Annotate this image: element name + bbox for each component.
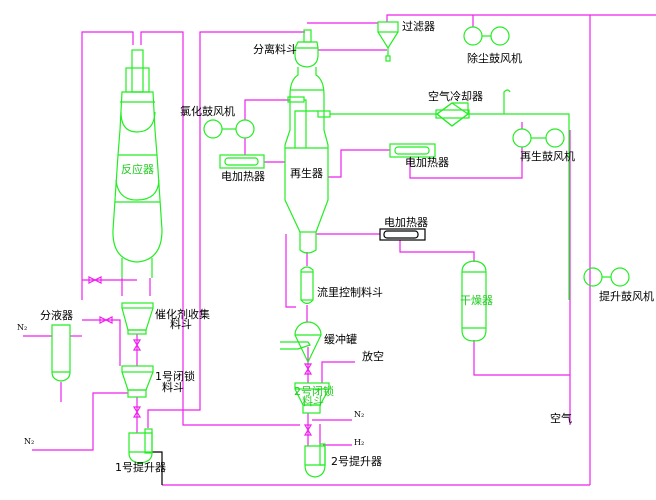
label-catalyst-hopper-2: 料斗 xyxy=(170,318,192,331)
label-filter: 过滤器 xyxy=(402,20,435,33)
label-lifter-1: 1号提升器 xyxy=(115,461,166,474)
label-n2-b: N₂ xyxy=(24,437,35,446)
label-heater-mid: 电加热器 xyxy=(405,156,449,169)
label-heater-lower: 电加热器 xyxy=(384,216,428,229)
label-buffer-tank: 缓冲罐 xyxy=(324,333,357,346)
equipment xyxy=(51,21,630,478)
label-liquid-separator: 分液器 xyxy=(40,309,73,322)
label-lock-hopper-2-2: 料斗 xyxy=(302,395,324,408)
label-air-cooler: 空气冷却器 xyxy=(428,90,483,103)
piping xyxy=(23,14,656,486)
label-chlorination-blower: 氯化鼓风机 xyxy=(180,105,235,118)
label-regen-blower: 再生鼓风机 xyxy=(520,150,575,163)
label-lift-blower: 提升鼓风机 xyxy=(599,290,654,303)
label-h2: H₂ xyxy=(354,438,365,447)
lift-line xyxy=(152,451,163,485)
label-n2-a: N₂ xyxy=(17,323,28,332)
label-lock-hopper-1: 1号闭锁 xyxy=(155,370,195,383)
label-n2-c: N₂ xyxy=(354,410,365,419)
label-lifter-2: 2号提升器 xyxy=(331,455,382,468)
label-catalyst-hopper: 催化剂收集 xyxy=(155,308,210,321)
label-heater-left: 电加热器 xyxy=(221,170,265,183)
label-flow-hopper: 流里控制料斗 xyxy=(317,286,383,299)
label-lock-hopper-2: 2号闭锁 xyxy=(294,385,334,398)
label-reactor: 反应器 xyxy=(121,163,154,176)
label-regenerator: 再生器 xyxy=(290,167,323,180)
label-dust-blower: 除尘鼓风机 xyxy=(467,52,522,65)
label-vent: 放空 xyxy=(362,350,384,363)
label-lock-hopper-1-2: 料斗 xyxy=(162,381,184,394)
label-dryer: 干燥器 xyxy=(460,294,493,307)
label-separation-hopper: 分离料斗 xyxy=(253,43,297,56)
label-air: 空气 xyxy=(550,412,572,425)
